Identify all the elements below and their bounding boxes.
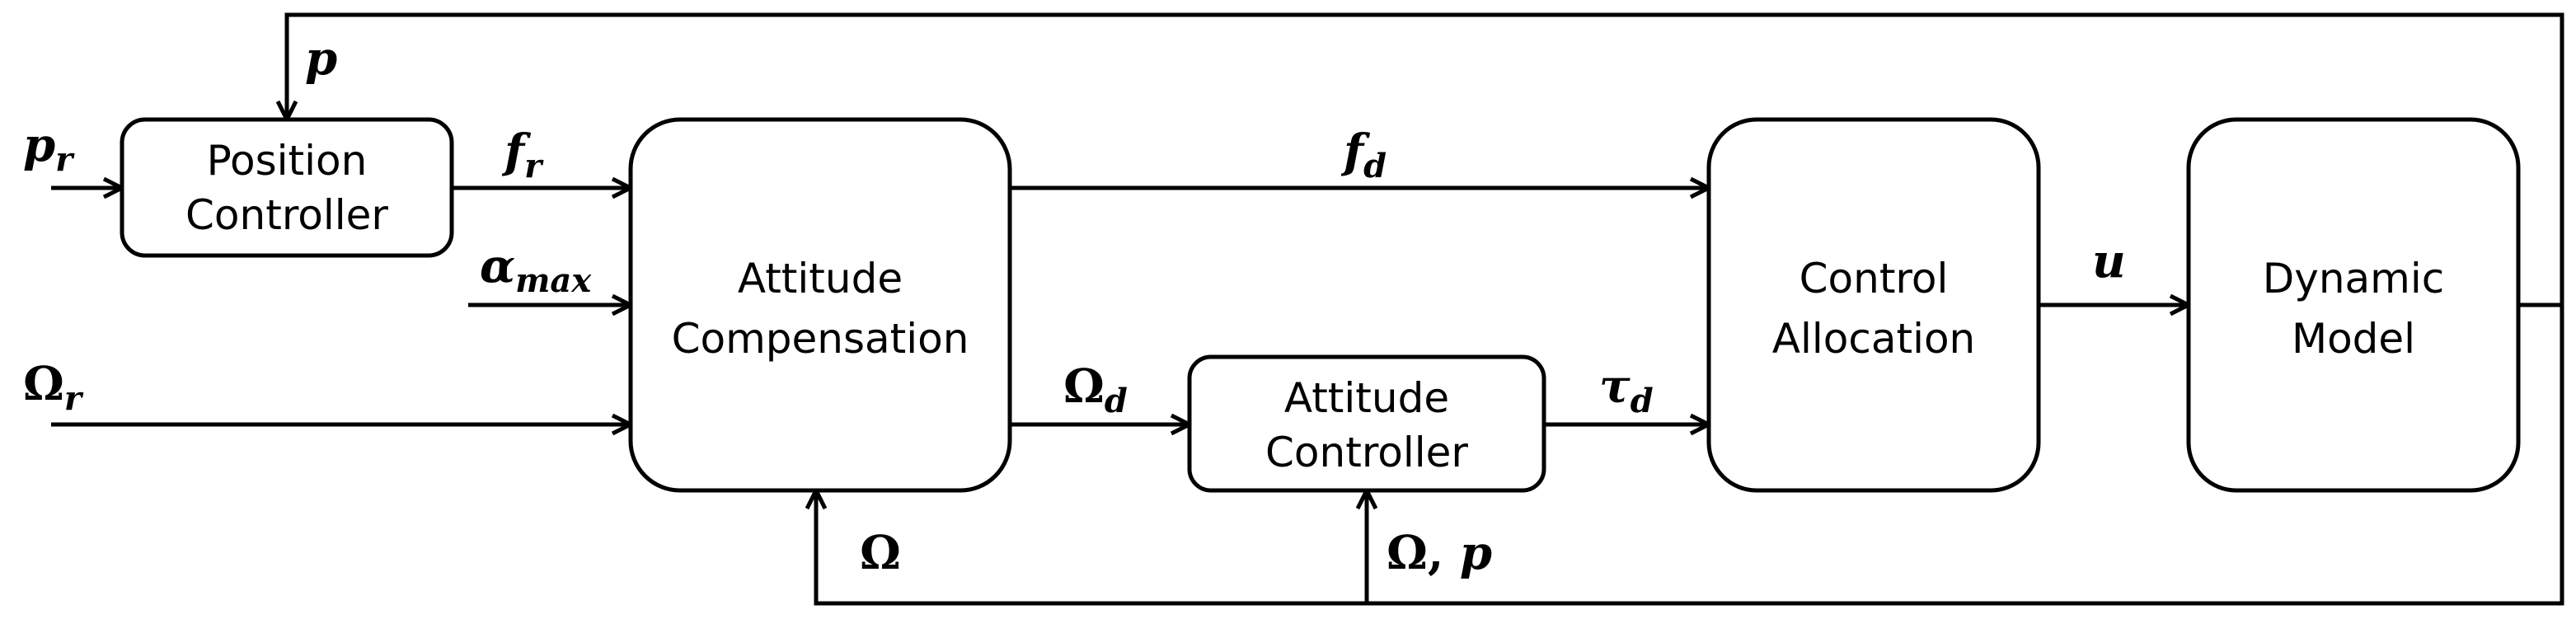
label-omega-r: Ωr: [23, 357, 84, 418]
position-controller-block: Position Controller: [120, 117, 454, 258]
label-omega-feedback: Ω: [860, 526, 901, 580]
attitude-controller-label-line2: Controller: [1265, 429, 1468, 476]
label-u: u: [2092, 234, 2126, 288]
dynamic-model-label-line2: Model: [2292, 315, 2415, 363]
attitude-controller-label-line1: Attitude: [1284, 374, 1449, 422]
control-allocation-label-line2: Allocation: [1772, 315, 1975, 363]
label-p-r: pr: [23, 118, 75, 179]
label-f-d: fd: [1340, 124, 1387, 185]
dynamic-model-label-line1: Dynamic: [2263, 255, 2445, 302]
attitude-compensation-block: Attitude Compensation: [628, 117, 1012, 493]
label-alpha-max: αmax: [480, 239, 592, 300]
label-p-feedback: p: [305, 31, 337, 86]
position-controller-label-line2: Controller: [185, 191, 388, 239]
attitude-compensation-label-line1: Attitude: [738, 255, 903, 302]
label-omega-d: Ωd: [1063, 359, 1128, 420]
control-allocation-block: Control Allocation: [1706, 117, 2041, 493]
feedback-omega-to-attitude-compensation: [816, 305, 2564, 606]
label-omega-p-feedback: Ω, p: [1387, 526, 1492, 580]
feedback-p-to-position-controller: [287, 12, 2564, 307]
attitude-controller-block: Attitude Controller: [1187, 354, 1546, 493]
label-f-r: fr: [501, 124, 544, 185]
attitude-compensation-label-line2: Compensation: [672, 315, 969, 363]
label-tau-d: τd: [1599, 359, 1654, 420]
position-controller-label-line1: Position: [207, 137, 368, 185]
control-allocation-label-line1: Control: [1799, 255, 1949, 302]
dynamic-model-block: Dynamic Model: [2186, 117, 2521, 493]
